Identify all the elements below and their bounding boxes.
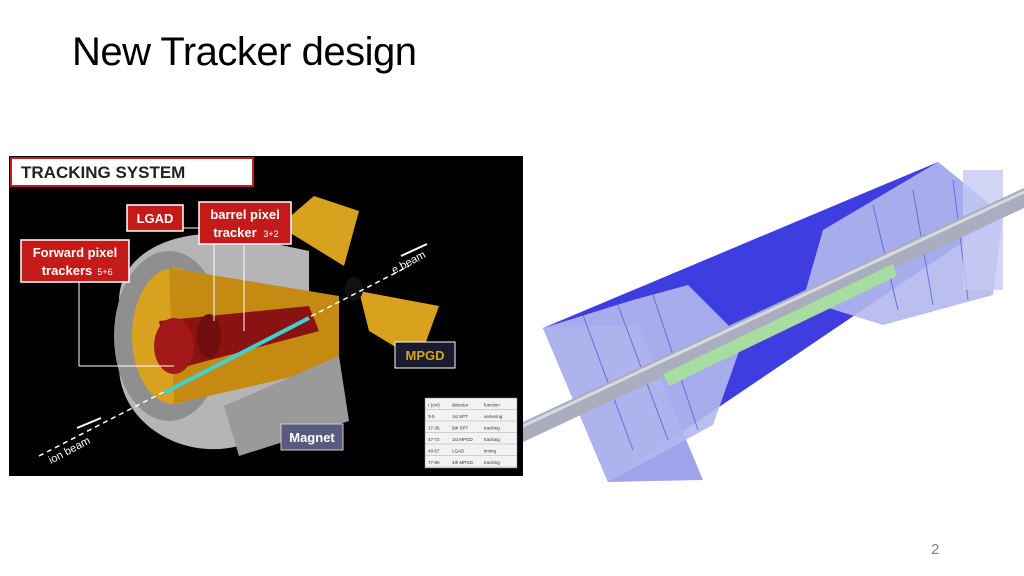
forward-tracker-disk (154, 318, 194, 374)
table-header-cell: r (cm) (428, 403, 440, 408)
table-cell: 49-57 (428, 449, 440, 454)
mpgd-tag (394, 341, 456, 369)
magnet-label: Magnet (289, 430, 335, 445)
e-beam-arrow (400, 243, 428, 257)
table-cell: 3-5 (428, 414, 435, 419)
beam-hole (345, 277, 363, 301)
detector-table: r (cm) detector function 3-5 1st SPT vertexin… (424, 397, 518, 469)
table-cell: 17-36 (428, 426, 440, 431)
table-cell: 47-72 (428, 437, 440, 442)
table-cell: 77-80 (428, 460, 440, 465)
header-banner (10, 157, 254, 187)
barrel-label-line2: tracker (213, 225, 256, 240)
barrel-tracker-shape (159, 306, 319, 371)
barrel-label-sub: 3+2 (263, 229, 278, 239)
beam-pipe (163, 316, 310, 395)
header-text: TRACKING SYSTEM (21, 163, 185, 182)
table-cell: 1st SPT (452, 414, 468, 419)
ion-beam-arrow (76, 417, 102, 429)
inner-tracker-green (663, 264, 897, 386)
ion-beam-label: ion beam (47, 435, 93, 467)
page-number: 2 (931, 541, 940, 558)
mpgd-label: MPGD (406, 348, 445, 363)
table-cell: timing (484, 449, 497, 454)
forward-tag (20, 239, 130, 283)
table-cell: 1st MPGD (452, 437, 474, 442)
mpgd-fin-top (279, 196, 359, 266)
barrel-tag (198, 201, 292, 245)
forward-tracker-disk-2 (197, 314, 221, 358)
table-cell: vertexing (484, 414, 503, 419)
table-cell: tracking (484, 426, 500, 431)
barrel-label-line1: barrel pixel (210, 207, 279, 222)
tracker-3d-figure (523, 150, 1024, 490)
magnet-front (224, 356, 349, 456)
table-cell: tracking (484, 437, 500, 442)
table-cell: tracking (484, 460, 500, 465)
tracking-system-drawing: TRACKING SYSTEM e beam ion beam (10, 157, 518, 469)
tracking-system-figure: TRACKING SYSTEM e beam ion beam (9, 156, 523, 476)
table-cell: LGAD (452, 449, 465, 454)
forward-label-line1: Forward pixel (33, 245, 118, 260)
forward-label-sub: 5+6 (97, 267, 112, 277)
slide-title: New Tracker design (72, 30, 417, 74)
table-header-cell: detector (452, 403, 469, 408)
magnet-tag (280, 423, 344, 451)
lgad-tag (126, 204, 184, 232)
table-cell: 4th MPGD (452, 460, 474, 465)
lgad-label: LGAD (137, 211, 174, 226)
forward-label-line2: trackers (42, 263, 93, 278)
table-header-cell: function (484, 403, 500, 408)
tracker-3d-drawing (523, 162, 1024, 482)
table-cell: 5th SPT (452, 426, 469, 431)
